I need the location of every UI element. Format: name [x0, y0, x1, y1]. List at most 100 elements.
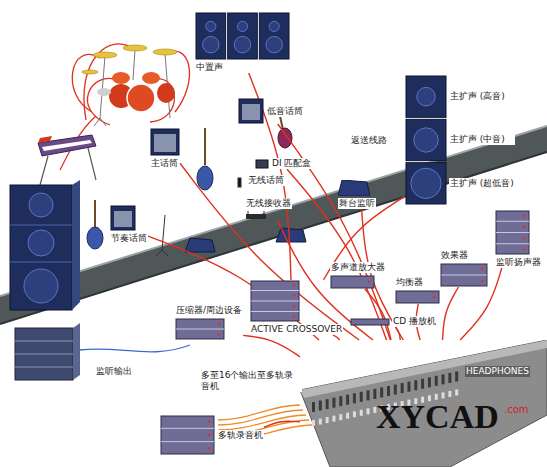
wedge-graphic	[338, 180, 370, 196]
drum-cables	[60, 44, 189, 170]
audio-cable	[264, 421, 300, 427]
stage-monitor: 舞台监听	[338, 180, 376, 209]
amp-graphic	[110, 205, 136, 231]
speaker-cabinet	[406, 163, 446, 204]
stage-edge-line	[0, 126, 547, 296]
speaker-cabinet	[259, 13, 289, 59]
label-group: CD 播放机	[392, 316, 437, 327]
di-graphic	[255, 159, 269, 169]
cymbals	[82, 45, 177, 74]
output-note: 多至16个输出至多轨录音机	[200, 370, 302, 392]
guitars	[87, 116, 292, 249]
console-label: HEADPHONES	[465, 366, 530, 377]
main-speaker-stack: 主扩声 (高音) 主扩声 (中音) 主扩声 (超低音)	[405, 75, 515, 205]
equipment-label: 多声道放大器	[330, 262, 386, 273]
label-group: 无线接收器	[245, 198, 292, 209]
equipment-label: 节奏话筒	[110, 233, 148, 244]
audio-cable	[333, 335, 340, 340]
amp-graphic	[150, 128, 180, 156]
rack-graphic	[175, 318, 225, 340]
speaker-cone	[414, 128, 438, 152]
audio-cable	[443, 287, 459, 340]
monitor-wedges	[185, 228, 306, 252]
equipment-label: CD 播放机	[392, 316, 437, 327]
stack-graphic	[405, 75, 447, 205]
speaker-cone	[417, 87, 435, 105]
rack-graphic	[160, 415, 215, 455]
audio-cable	[243, 335, 300, 357]
left-rack	[15, 323, 80, 380]
equipment-label: 效果器	[440, 250, 469, 261]
equipment-label: 压缩器/周边设备	[175, 305, 243, 316]
compressor-rack: 压缩器/周边设备	[175, 305, 243, 340]
watermark: XYCAD	[375, 398, 500, 436]
label-group: 压缩器/周边设备	[175, 305, 243, 316]
rack-graphic	[495, 210, 530, 255]
label-group: 中置声	[195, 62, 224, 73]
equipment-label: 主扩声 (高音)	[449, 91, 515, 102]
effects-unit: 效果器	[440, 250, 488, 287]
label-group: DI 匹配盒	[271, 158, 312, 169]
recv-graphic	[245, 211, 267, 220]
drums	[97, 72, 175, 112]
bass-amp: 低音话筒	[238, 98, 304, 124]
watermark-suffix: .com	[503, 404, 530, 415]
label-group: 低音话筒	[266, 106, 304, 117]
mic-label: 无线话筒	[247, 175, 285, 186]
rack-graphic	[330, 275, 375, 289]
spk3-graphic	[195, 12, 290, 60]
cable-label: 监听输出	[95, 366, 133, 377]
stage-edge	[0, 126, 547, 324]
equipment-label: 主话筒	[150, 158, 179, 169]
rack-graphic	[440, 263, 488, 287]
speaker-cabinet	[196, 13, 226, 59]
equipment-label: ACTIVE CROSSOVER	[250, 324, 343, 335]
label-group: 效果器	[440, 250, 469, 261]
multitrack-recorder: 多轨录音机	[160, 415, 264, 455]
speaker-cabinet	[228, 13, 258, 59]
label-group: 多轨录音机	[217, 430, 264, 441]
equipment-label: 中置声	[195, 62, 224, 73]
label-group: 均衡器	[395, 277, 424, 288]
equipment-label: 主扩声 (中音)	[449, 134, 515, 145]
rack-graphic	[395, 290, 440, 304]
rhythm-amp: 节奏话筒	[110, 205, 148, 244]
stage-edge-line	[0, 152, 547, 324]
equalizer: 均衡器	[395, 277, 440, 304]
monitor-cable	[80, 345, 190, 352]
equipment-label: 低音话筒	[266, 106, 304, 117]
speaker-cabinet	[406, 119, 446, 160]
label-group: ACTIVE CROSSOVER	[250, 324, 343, 335]
equipment-label: DI 匹配盒	[271, 158, 312, 169]
active-crossover: ACTIVE CROSSOVER	[250, 280, 343, 335]
equipment-label: 多轨录音机	[217, 430, 264, 441]
di-box: DI 匹配盒	[255, 158, 312, 169]
amp-graphic	[238, 98, 264, 124]
equipment-label: 均衡器	[395, 277, 424, 288]
label-group: 主扩声 (高音) 主扩声 (中音) 主扩声 (超低音)	[449, 75, 515, 205]
rack-graphic	[250, 280, 300, 322]
multichannel-amp: 多声道放大器	[330, 262, 386, 289]
cd-graphic	[350, 318, 390, 326]
label-group: 主话筒	[150, 158, 179, 169]
label-group: 监听扬声器	[495, 257, 542, 268]
cable-label: 返送线路	[350, 135, 388, 146]
monitor-speaker-rack: 监听扬声器	[495, 210, 542, 268]
center-speakers: 中置声	[195, 12, 290, 73]
guitar-amp: 主话筒	[150, 128, 180, 169]
equipment-label: 监听扬声器	[495, 257, 542, 268]
label-group: 节奏话筒	[110, 233, 148, 244]
wireless-receiver: 无线接收器	[245, 198, 292, 220]
equipment-label: 舞台监听	[338, 198, 376, 209]
equipment-label: 主扩声 (超低音)	[449, 178, 515, 189]
speaker-cone	[411, 168, 441, 198]
audio-cable	[287, 169, 387, 340]
label-group: 舞台监听	[338, 198, 376, 209]
cd-player: CD 播放机	[350, 316, 437, 327]
multitrack-cables	[218, 405, 312, 440]
keyboard	[38, 135, 96, 185]
audio-cable	[365, 289, 391, 340]
label-group: 多声道放大器	[330, 262, 386, 273]
speaker-cabinet	[406, 76, 446, 117]
left-speaker-stack	[10, 180, 80, 310]
